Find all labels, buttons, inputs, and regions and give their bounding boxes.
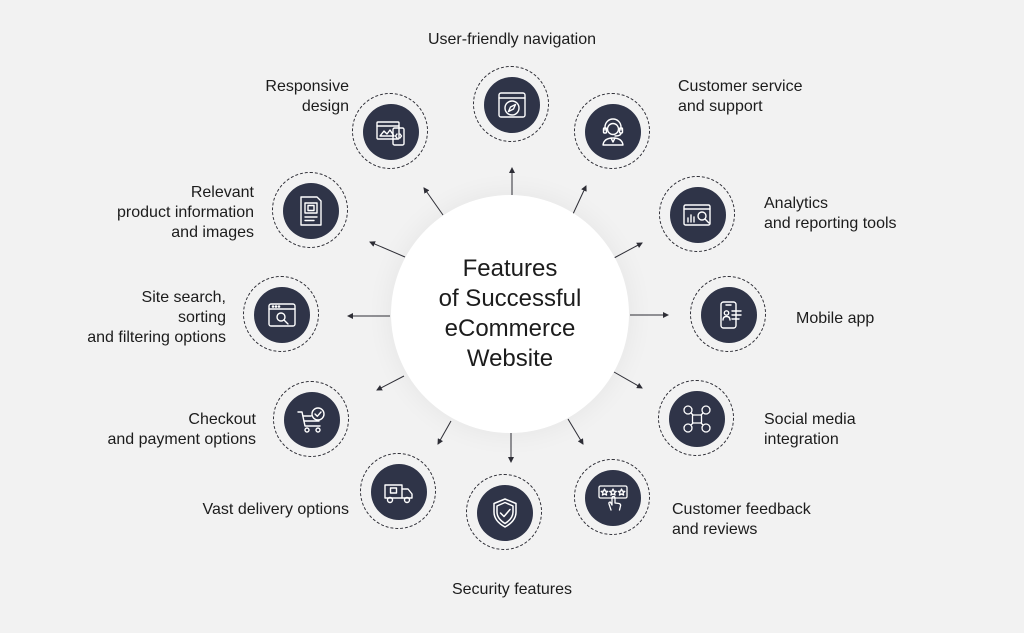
feature-label-responsive: Responsive design bbox=[265, 78, 349, 115]
connector-arrow bbox=[376, 375, 405, 391]
dashed-ring bbox=[273, 381, 349, 457]
smartphone-icon bbox=[720, 301, 742, 329]
rating-icon bbox=[598, 485, 628, 511]
feature-node-social-media bbox=[658, 380, 736, 458]
feature-label-social-media: Social media integration bbox=[764, 411, 856, 448]
shield-check-icon bbox=[493, 498, 517, 528]
search-window-icon bbox=[268, 303, 296, 327]
dashed-ring bbox=[473, 66, 549, 142]
feature-label-navigation: User-friendly navigation bbox=[427, 31, 597, 48]
dashed-ring bbox=[360, 453, 436, 529]
dashed-ring bbox=[352, 93, 428, 169]
icon-disc bbox=[701, 287, 757, 343]
document-image-icon bbox=[300, 196, 322, 226]
feature-label-security: Security features bbox=[451, 581, 573, 598]
delivery-truck-icon bbox=[384, 484, 413, 504]
title-line-3: eCommerce bbox=[444, 315, 576, 342]
cart-check-icon bbox=[297, 407, 325, 433]
feature-node-responsive bbox=[352, 93, 430, 171]
feature-node-feedback bbox=[574, 459, 652, 537]
dashed-ring bbox=[574, 93, 650, 169]
feature-label-feedback: Customer feedback and reviews bbox=[672, 501, 811, 538]
compass-icon bbox=[498, 92, 526, 118]
dashed-ring bbox=[690, 276, 766, 352]
dashed-ring bbox=[272, 172, 348, 248]
icon-disc bbox=[283, 183, 339, 239]
dashed-ring bbox=[659, 176, 735, 252]
connector-arrow bbox=[423, 187, 444, 216]
icon-disc bbox=[284, 392, 340, 448]
icon-disc bbox=[585, 470, 641, 526]
feature-label-site-search: Site search, sorting and filtering optio… bbox=[87, 289, 226, 346]
connector-arrow bbox=[613, 371, 643, 389]
feature-node-analytics bbox=[659, 176, 737, 254]
feature-label-analytics: Analytics and reporting tools bbox=[764, 195, 897, 232]
feature-node-security bbox=[466, 474, 544, 552]
icon-disc bbox=[363, 104, 419, 160]
icon-disc bbox=[585, 104, 641, 160]
connector-arrow bbox=[613, 242, 643, 259]
feature-label-delivery: Vast delivery options bbox=[202, 501, 349, 518]
feature-label-customer-service: Customer service and support bbox=[678, 78, 803, 115]
dashed-ring bbox=[574, 459, 650, 535]
dashed-ring bbox=[466, 474, 542, 550]
title-line-1: Features bbox=[462, 255, 558, 282]
icon-disc bbox=[254, 287, 310, 343]
social-network-icon bbox=[683, 405, 711, 433]
title-line-2: of Successful bbox=[438, 285, 582, 312]
connector-arrow bbox=[572, 185, 587, 215]
feature-node-delivery bbox=[360, 453, 438, 531]
icon-disc bbox=[477, 485, 533, 541]
headset-icon bbox=[602, 118, 624, 146]
connector-arrow bbox=[437, 420, 452, 445]
feature-label-checkout: Checkout and payment options bbox=[107, 411, 256, 448]
icon-disc bbox=[371, 464, 427, 520]
icon-disc bbox=[484, 77, 540, 133]
connector-arrow bbox=[567, 418, 584, 445]
dashed-ring bbox=[658, 380, 734, 456]
feature-label-product-info: Relevant product information and images bbox=[117, 184, 254, 241]
icon-disc bbox=[669, 391, 725, 447]
feature-node-checkout bbox=[273, 381, 351, 459]
analytics-icon bbox=[683, 204, 711, 226]
feature-node-site-search bbox=[243, 276, 321, 354]
feature-node-product-info bbox=[272, 172, 350, 250]
feature-node-navigation bbox=[473, 66, 551, 144]
feature-node-mobile-app bbox=[690, 276, 768, 354]
dashed-ring bbox=[243, 276, 319, 352]
responsive-devices-icon bbox=[376, 121, 405, 146]
icon-disc bbox=[670, 187, 726, 243]
feature-node-customer-service bbox=[574, 93, 652, 171]
center-title-circle: Features of Successful eCommerce Website bbox=[391, 195, 629, 433]
connector-arrow bbox=[369, 241, 406, 258]
title-line-4: Website bbox=[466, 345, 554, 372]
feature-label-mobile-app: Mobile app bbox=[796, 310, 875, 327]
